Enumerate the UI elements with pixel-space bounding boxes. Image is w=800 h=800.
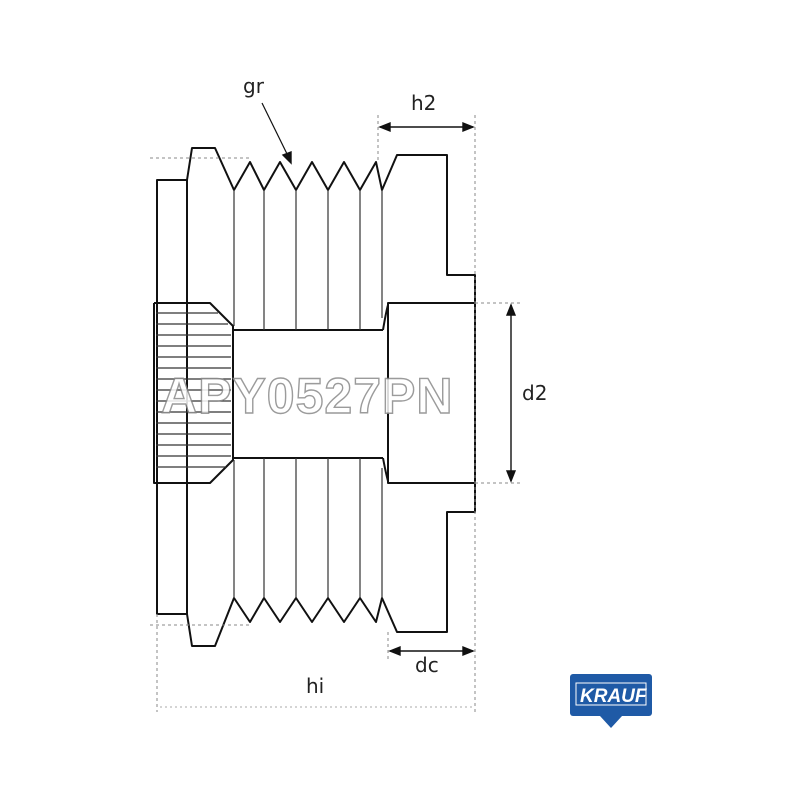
part-number-watermark: APY0527PN bbox=[161, 368, 454, 424]
groove-lines bbox=[233, 190, 383, 598]
label-dc: dc bbox=[415, 653, 439, 677]
dc-arrow-left bbox=[388, 645, 401, 657]
h2-arrow-right bbox=[462, 121, 475, 133]
dc-arrow-right bbox=[462, 645, 475, 657]
h2-arrow-left bbox=[378, 121, 391, 133]
spline-hub bbox=[153, 302, 234, 484]
upper-groove-profile bbox=[186, 147, 476, 303]
label-gr: gr bbox=[243, 74, 265, 98]
shaft-right-curve-bottom bbox=[382, 457, 389, 482]
gr-arrow bbox=[281, 150, 292, 165]
label-d2: d2 bbox=[522, 381, 547, 405]
label-hi: hi bbox=[306, 674, 324, 698]
shaft-right-curve-top bbox=[382, 304, 389, 331]
label-h2: h2 bbox=[411, 91, 436, 115]
d2-arrow-top bbox=[505, 303, 517, 316]
logo-text: KRAUF bbox=[580, 686, 648, 707]
d2-arrow-bottom bbox=[505, 470, 517, 483]
spline-teeth bbox=[156, 312, 231, 468]
extension-lines bbox=[150, 115, 520, 712]
lower-groove-profile bbox=[186, 483, 476, 647]
gr-leader-line bbox=[261, 102, 291, 161]
left-end-plate bbox=[156, 179, 188, 615]
krauf-logo: KRAUF bbox=[570, 674, 652, 728]
